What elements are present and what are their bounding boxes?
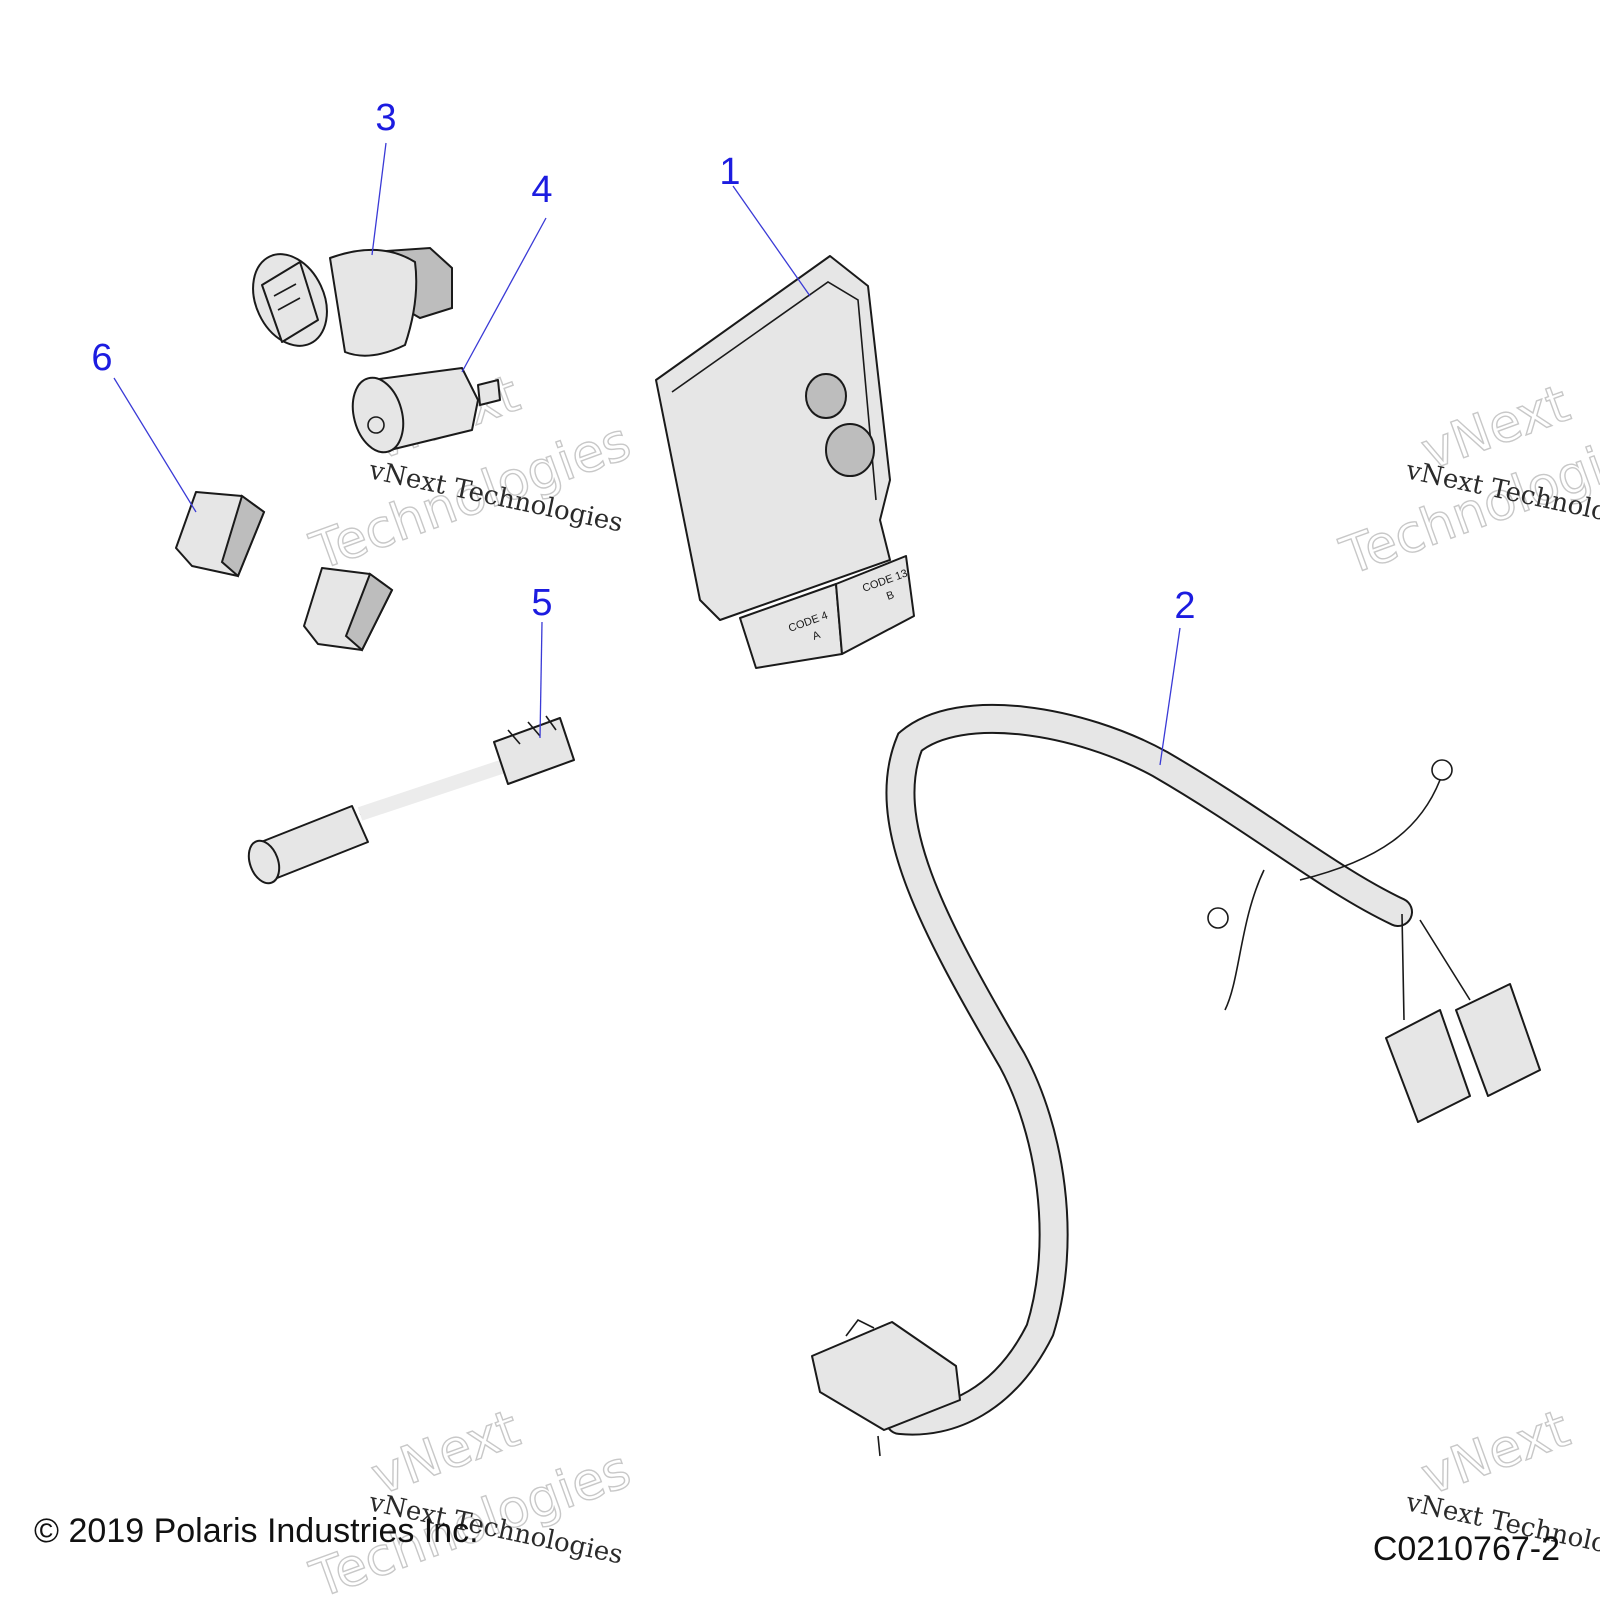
watermark-brand: vNext xyxy=(1414,1399,1577,1507)
switch-blank-part xyxy=(303,567,394,652)
switch-blank-part xyxy=(175,491,266,578)
callout-3: 3 xyxy=(375,97,396,139)
ecu-part: CODE 4 A CODE 13 B xyxy=(655,255,915,669)
callout-group: 1 2 3 4 5 6 xyxy=(91,97,1195,627)
adapter-harness-part xyxy=(247,715,575,885)
ecu-connector-b-letter: B xyxy=(885,589,896,603)
copyright-notice: © 2019 Polaris Industries Inc. xyxy=(34,1512,479,1550)
ecu-connector-a-letter: A xyxy=(811,629,823,643)
callout-6: 6 xyxy=(91,337,112,379)
ignition-switch-part xyxy=(252,246,453,357)
callout-2: 2 xyxy=(1174,585,1195,627)
callout-5: 5 xyxy=(531,582,552,624)
drawing-code: C0210767-2 xyxy=(1372,1530,1560,1568)
callout-4: 4 xyxy=(531,169,552,211)
main-harness-part xyxy=(811,704,1541,1457)
power-outlet-part xyxy=(351,367,501,454)
leader-lines xyxy=(113,142,1181,766)
callout-1: 1 xyxy=(719,151,740,193)
